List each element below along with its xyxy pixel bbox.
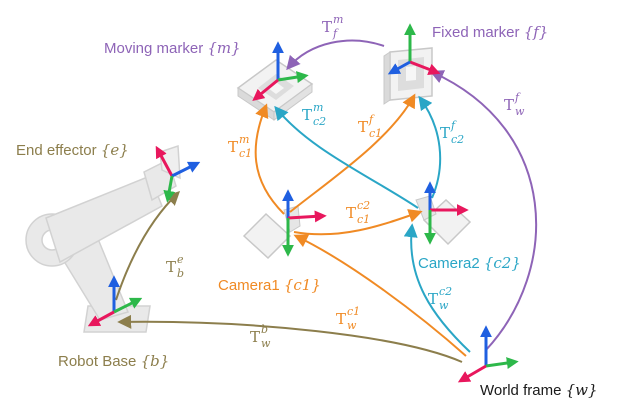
svg-text:T: T — [228, 138, 238, 156]
axes-camera1 — [282, 189, 327, 257]
svg-text:w: w — [261, 337, 271, 350]
svg-text:T: T — [322, 18, 332, 36]
arrow-T-c1-m — [254, 103, 285, 215]
label-robot-base: Robot Base {b} — [58, 352, 169, 370]
arrow-T-c2-f — [418, 95, 442, 199]
svg-text:f: f — [368, 113, 375, 126]
arrow-T-f-m — [286, 39, 385, 71]
label-camera1: Camera1 {c1} — [218, 276, 321, 294]
label-T-c1-m: T m c1 — [228, 133, 252, 160]
label-T-w-f: T f w — [504, 91, 525, 118]
svg-text:c1: c1 — [369, 127, 382, 140]
label-world-frame: World frame {w} — [480, 381, 598, 399]
label-T-c2-f: T f c2 — [440, 119, 464, 146]
svg-text:w: w — [515, 105, 525, 118]
axes-world — [457, 325, 519, 383]
fixed-marker-tag — [383, 47, 433, 105]
svg-text:T: T — [336, 310, 346, 328]
label-end-effector: End effector {e} — [16, 141, 129, 159]
svg-text:f: f — [450, 119, 457, 132]
svg-text:b: b — [177, 267, 184, 280]
arrow-T-w-f — [429, 70, 538, 351]
label-T-w-c1: T c1 w — [336, 305, 360, 332]
camera1-body — [242, 205, 301, 260]
arrow-T-w-c1 — [293, 234, 467, 357]
svg-text:w: w — [439, 299, 449, 312]
svg-text:m: m — [333, 13, 343, 26]
label-T-w-b: T b w — [250, 323, 271, 350]
axes-robot-base — [87, 275, 143, 327]
svg-text:c1: c1 — [239, 147, 252, 160]
axes-fixed-marker — [387, 23, 441, 76]
svg-text:e: e — [177, 253, 184, 266]
label-T-f-m: T m f — [322, 13, 343, 40]
svg-text:c2: c2 — [451, 133, 464, 146]
camera2-body — [415, 195, 472, 246]
label-camera2: Camera2 {c2} — [418, 254, 521, 272]
svg-text:c2: c2 — [357, 199, 370, 212]
label-T-c2-m: T m c2 — [302, 101, 326, 128]
axes-moving-marker — [252, 41, 309, 102]
label-T-c1-f: T f c1 — [358, 113, 382, 140]
svg-text:b: b — [261, 323, 268, 336]
svg-text:m: m — [313, 101, 323, 114]
arrow-T-c1-f — [289, 93, 416, 213]
svg-text:w: w — [347, 319, 357, 332]
svg-text:m: m — [239, 133, 249, 146]
label-T-w-c2: T c2 w — [428, 285, 452, 312]
arrow-T-c1-c2 — [293, 209, 423, 236]
svg-text:T: T — [250, 328, 260, 346]
label-T-b-e: T e b — [166, 253, 184, 280]
label-fixed-marker: Fixed marker {f} — [432, 23, 548, 41]
svg-text:T: T — [302, 106, 312, 124]
transform-arrows — [115, 39, 538, 363]
arrow-T-c2-m — [274, 105, 419, 209]
svg-text:c2: c2 — [313, 115, 326, 128]
robot-arm-illustration — [25, 144, 181, 333]
svg-text:f: f — [332, 27, 339, 40]
svg-text:c1: c1 — [357, 213, 370, 226]
arrow-T-w-b — [117, 314, 463, 363]
svg-text:f: f — [514, 91, 521, 104]
svg-text:T: T — [346, 204, 356, 222]
svg-text:T: T — [440, 124, 450, 142]
svg-text:T: T — [166, 258, 176, 276]
arrow-T-w-c2 — [403, 223, 471, 353]
svg-text:T: T — [428, 290, 438, 308]
moving-marker-tag — [236, 59, 314, 121]
svg-text:T: T — [358, 118, 368, 136]
label-moving-marker: Moving marker {m} — [104, 39, 241, 57]
svg-text:c2: c2 — [439, 285, 452, 298]
axes-camera2 — [424, 181, 469, 245]
svg-text:T: T — [504, 96, 514, 114]
axes-end-effector — [155, 145, 201, 203]
svg-text:c1: c1 — [347, 305, 360, 318]
label-T-c1-c2: T c2 c1 — [346, 199, 370, 226]
